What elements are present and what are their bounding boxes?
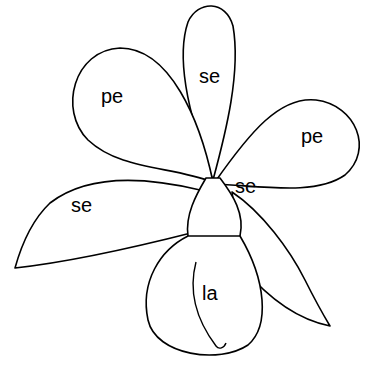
right-petal: [215, 100, 359, 188]
lip: [146, 236, 262, 355]
part-label: se: [235, 176, 256, 196]
column: [187, 178, 241, 244]
part-label: se: [71, 195, 92, 215]
part-label: se: [199, 66, 220, 86]
lip-fold: [193, 262, 226, 348]
part-label: pe: [101, 86, 123, 106]
part-label: pe: [301, 126, 323, 146]
part-label: la: [202, 283, 218, 303]
left-petal: [73, 48, 213, 182]
